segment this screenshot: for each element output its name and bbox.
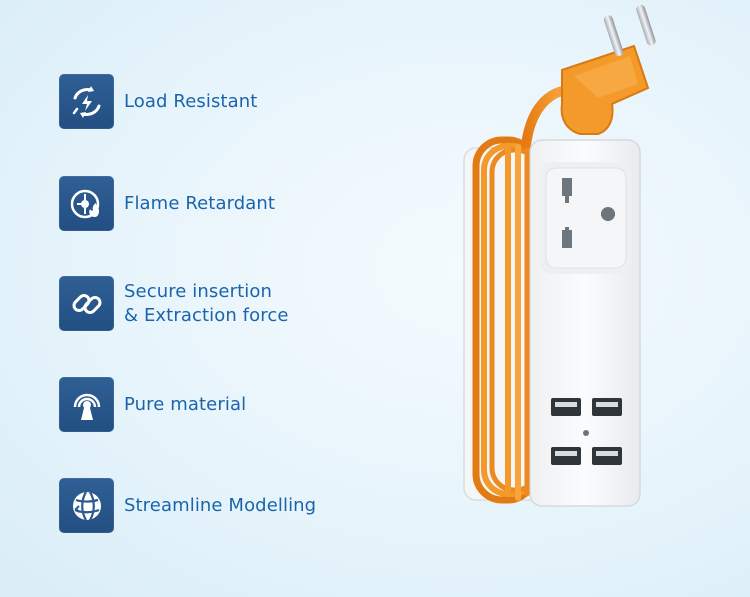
feature-pure-material: Pure material	[59, 377, 246, 432]
signal-tower-icon	[59, 377, 114, 432]
globe-icon	[59, 478, 114, 533]
feature-label-streamline-modelling: Streamline Modelling	[124, 494, 317, 516]
feature-secure-insertion: Secure insertion & Extraction force	[59, 276, 289, 331]
feature-label-load-resistant: Load Resistant	[124, 90, 258, 112]
power-strip-image	[438, 0, 708, 540]
chain-link-icon	[59, 276, 114, 331]
feature-label-secure-insertion: Secure insertion & Extraction force	[124, 280, 289, 326]
feature-flame-retardant: Flame Retardant	[59, 176, 275, 231]
flame-retardant-icon	[59, 176, 114, 231]
load-resistant-icon	[59, 74, 114, 129]
feature-streamline-modelling: Streamline Modelling	[59, 478, 316, 533]
feature-label-pure-material: Pure material	[124, 393, 247, 415]
feature-load-resistant: Load Resistant	[59, 74, 257, 129]
feature-label-flame-retardant: Flame Retardant	[124, 192, 276, 214]
